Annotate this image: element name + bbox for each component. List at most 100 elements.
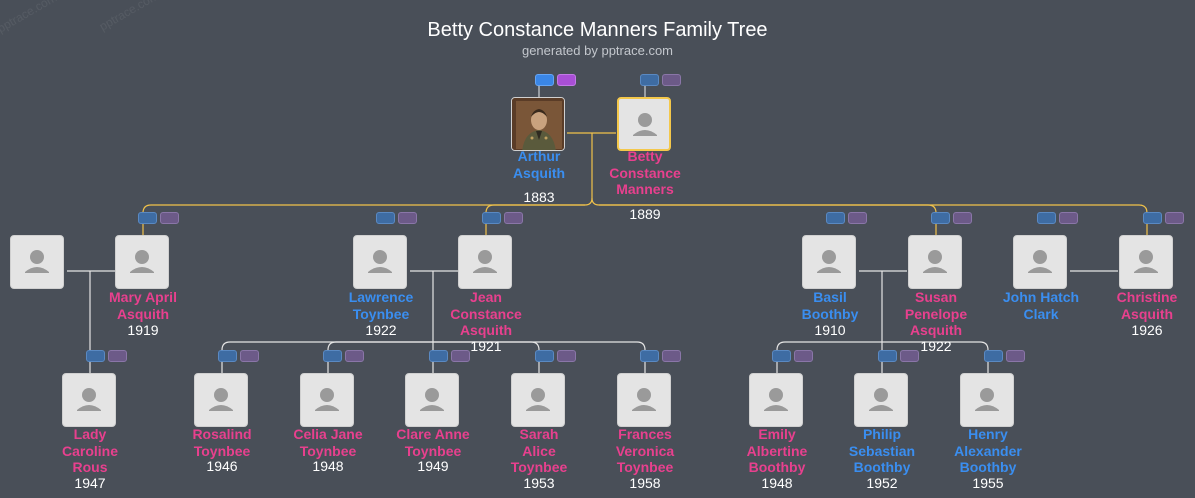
avatar-placeholder-icon[interactable]: [458, 235, 512, 289]
expand-relatives-button[interactable]: [794, 350, 813, 362]
expand-relatives-button[interactable]: [900, 350, 919, 362]
avatar-placeholder-icon[interactable]: [62, 373, 116, 427]
expand-relatives-button[interactable]: [1006, 350, 1025, 362]
expand-parents-button[interactable]: [931, 212, 950, 224]
expand-parents-button[interactable]: [826, 212, 845, 224]
person-birth-year: 1952: [866, 475, 898, 491]
avatar-placeholder-icon[interactable]: [802, 235, 856, 289]
expand-parents-button[interactable]: [640, 350, 659, 362]
expand-relatives-button[interactable]: [1059, 212, 1078, 224]
expand-relatives-button[interactable]: [504, 212, 523, 224]
expand-relatives-button[interactable]: [662, 350, 681, 362]
avatar-placeholder-icon[interactable]: [854, 373, 908, 427]
page-subtitle: generated by pptrace.com: [521, 43, 674, 58]
expand-parents-button[interactable]: [535, 74, 554, 86]
person-birth-year: 1922: [365, 322, 397, 338]
person-birth-year: 1949: [417, 458, 449, 474]
child-line: [142, 197, 593, 235]
expand-parents-button[interactable]: [640, 74, 659, 86]
person-photo[interactable]: [511, 97, 565, 151]
expand-relatives-button[interactable]: [848, 212, 867, 224]
person-birth-year: 1883: [523, 189, 555, 205]
avatar-placeholder-icon[interactable]: [194, 373, 248, 427]
expand-relatives-button[interactable]: [240, 350, 259, 362]
expand-parents-button[interactable]: [984, 350, 1003, 362]
person-birth-year: 1948: [761, 475, 793, 491]
person-birth-year: 1948: [312, 458, 344, 474]
avatar-placeholder-icon[interactable]: [300, 373, 354, 427]
expand-parents-button[interactable]: [218, 350, 237, 362]
expand-parents-button[interactable]: [482, 212, 501, 224]
expand-parents-button[interactable]: [138, 212, 157, 224]
expand-relatives-button[interactable]: [953, 212, 972, 224]
avatar-placeholder-icon[interactable]: [353, 235, 407, 289]
person-birth-year: 1922: [920, 338, 952, 354]
expand-relatives-button[interactable]: [108, 350, 127, 362]
expand-relatives-button[interactable]: [345, 350, 364, 362]
expand-relatives-button[interactable]: [557, 74, 576, 86]
avatar-placeholder-icon[interactable]: [1119, 235, 1173, 289]
person-birth-year: 1955: [972, 475, 1004, 491]
avatar-placeholder-icon[interactable]: [617, 373, 671, 427]
expand-parents-button[interactable]: [878, 350, 897, 362]
avatar-placeholder-icon[interactable]: [960, 373, 1014, 427]
expand-relatives-button[interactable]: [398, 212, 417, 224]
child-line: [591, 197, 600, 206]
avatar-placeholder-icon[interactable]: [749, 373, 803, 427]
child-line: [776, 341, 882, 373]
expand-relatives-button[interactable]: [160, 212, 179, 224]
expand-parents-button[interactable]: [535, 350, 554, 362]
avatar-placeholder-icon[interactable]: [115, 235, 169, 289]
expand-parents-button[interactable]: [323, 350, 342, 362]
person-birth-year: 1910: [814, 322, 846, 338]
expand-parents-button[interactable]: [772, 350, 791, 362]
avatar-placeholder-icon[interactable]: [908, 235, 962, 289]
expand-relatives-button[interactable]: [451, 350, 470, 362]
person-birth-year: 1953: [523, 475, 555, 491]
person-birth-year: 1926: [1131, 322, 1163, 338]
expand-parents-button[interactable]: [1037, 212, 1056, 224]
person-birth-year: 1889: [629, 206, 661, 222]
person-birth-year: 1921: [470, 338, 502, 354]
avatar-placeholder-icon[interactable]: [405, 373, 459, 427]
avatar-placeholder-icon[interactable]: [10, 235, 64, 289]
avatar-placeholder-icon[interactable]: [617, 97, 671, 151]
person-birth-year: 1958: [629, 475, 661, 491]
child-line: [221, 341, 433, 373]
person-birth-year: 1919: [127, 322, 159, 338]
page-title: Betty Constance Manners Family Tree: [427, 19, 768, 41]
person-birth-year: 1947: [74, 475, 106, 491]
avatar-placeholder-icon[interactable]: [1013, 235, 1067, 289]
expand-parents-button[interactable]: [86, 350, 105, 362]
avatar-placeholder-icon[interactable]: [511, 373, 565, 427]
child-line: [327, 341, 433, 373]
person-birth-year: 1946: [206, 458, 238, 474]
expand-relatives-button[interactable]: [557, 350, 576, 362]
expand-relatives-button[interactable]: [1165, 212, 1184, 224]
expand-parents-button[interactable]: [429, 350, 448, 362]
child-line: [882, 341, 989, 373]
expand-relatives-button[interactable]: [662, 74, 681, 86]
child-line: [433, 341, 646, 373]
expand-parents-button[interactable]: [376, 212, 395, 224]
expand-parents-button[interactable]: [1143, 212, 1162, 224]
